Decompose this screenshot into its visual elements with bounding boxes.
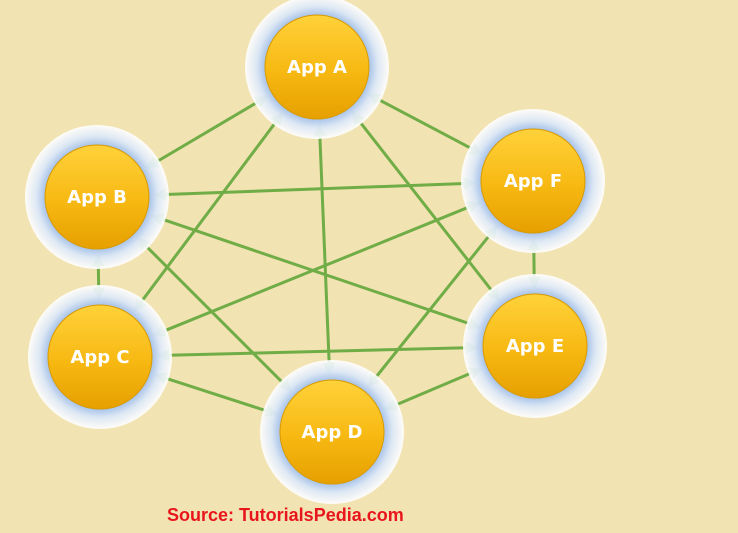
node-app-d: App D xyxy=(260,360,404,504)
arrow-app-a-app-d xyxy=(313,123,336,376)
node-circle xyxy=(482,293,588,399)
node-label: App E xyxy=(506,336,564,357)
node-app-f: App F xyxy=(461,109,605,253)
node-app-e: App E xyxy=(463,274,607,418)
arrow-app-d-app-f xyxy=(367,225,498,388)
node-circle xyxy=(480,128,586,234)
node-label: App B xyxy=(67,187,127,208)
node-circle xyxy=(47,304,153,410)
node-app-c: App C xyxy=(28,285,172,429)
arrow-app-c-app-e xyxy=(156,341,479,362)
node-circle xyxy=(44,144,150,250)
arrow-app-c-app-d xyxy=(154,372,278,417)
node-circle xyxy=(279,379,385,485)
nodes: App A App B App C App D App E App F xyxy=(25,0,607,504)
node-label: App C xyxy=(70,347,129,368)
node-label: App A xyxy=(287,57,347,78)
arrow-app-b-app-f xyxy=(153,177,477,201)
node-label: App F xyxy=(504,171,562,192)
arrow-app-a-app-f xyxy=(367,92,483,156)
node-label: App D xyxy=(302,422,363,443)
arrow-app-c-app-f xyxy=(152,201,481,337)
node-app-b: App B xyxy=(25,125,169,269)
arrow-app-d-app-e xyxy=(384,367,483,411)
node-app-a: App A xyxy=(245,0,389,139)
connections xyxy=(92,92,541,417)
node-circle xyxy=(264,14,370,120)
source-credit: Source: TutorialsPedia.com xyxy=(167,505,404,525)
